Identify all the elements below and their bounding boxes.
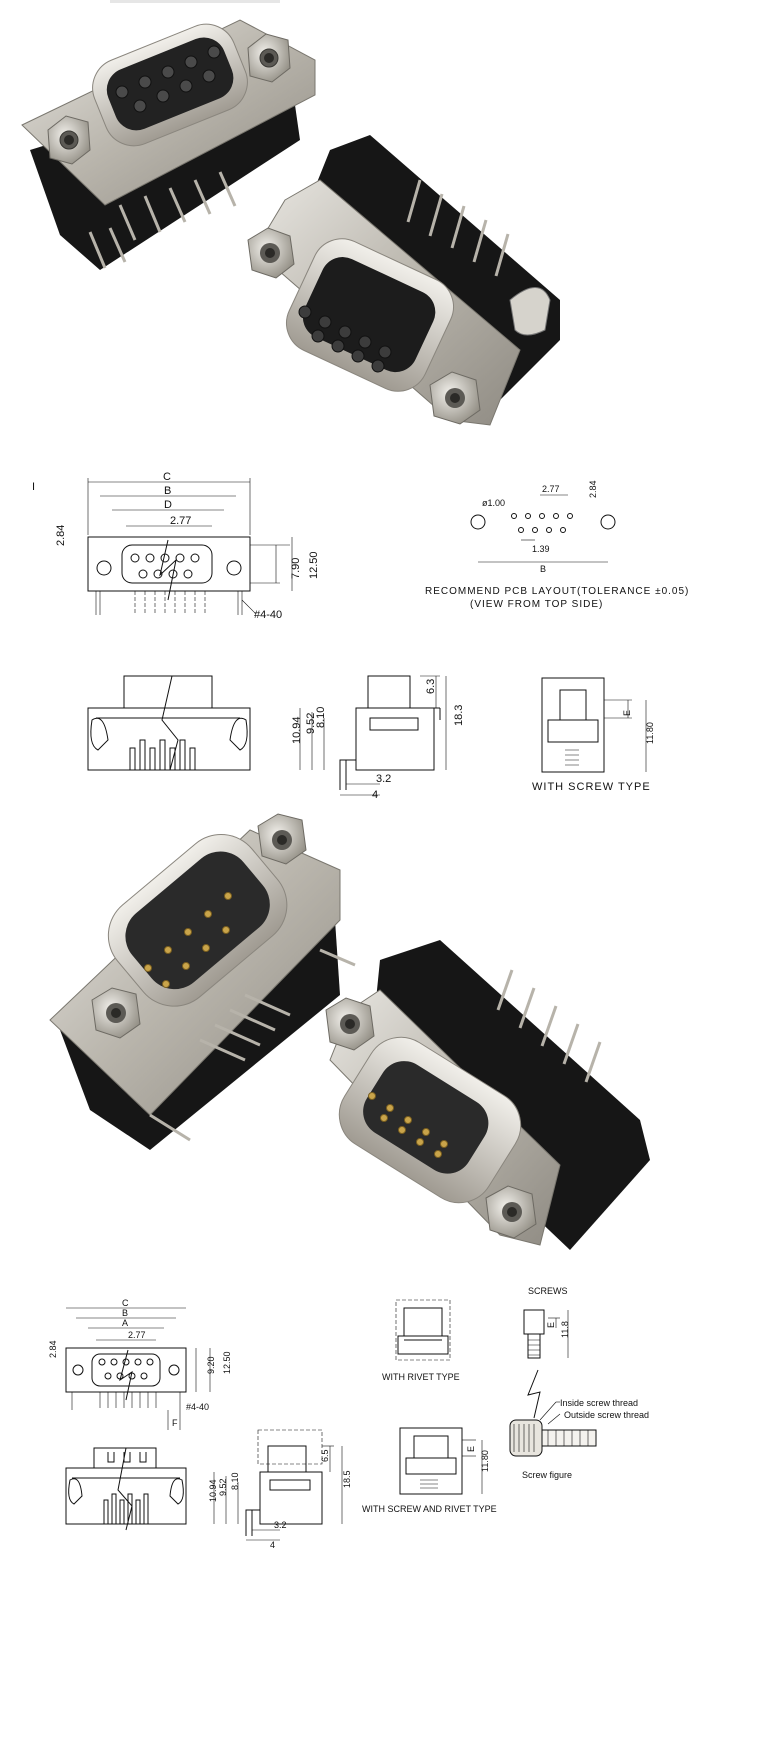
screws-118: 11.8 xyxy=(560,1321,570,1338)
sr-E: E xyxy=(466,1446,476,1452)
d2-810: 8.10 xyxy=(230,1472,240,1490)
drawing1-front-view xyxy=(87,675,251,771)
drawing2-screw-rivet-type: E 11.80 WITH SCREW AND RIVET TYPE xyxy=(362,1427,497,1514)
dim-4: 4 xyxy=(372,789,378,801)
photo-female-connectors xyxy=(21,19,560,426)
d2-952: 9.52 xyxy=(218,1478,228,1496)
dim-284: 2.84 xyxy=(55,525,67,546)
d2-32: 3.2 xyxy=(274,1520,287,1530)
dim-D: D xyxy=(164,499,172,511)
inside-thread: Inside screw thread xyxy=(560,1398,638,1408)
photo-male-connectors xyxy=(49,813,650,1250)
rivet-caption: WITH RIVET TYPE xyxy=(382,1372,460,1382)
pcb-hole: ø1.00 xyxy=(482,498,505,508)
d2-4: 4 xyxy=(270,1540,275,1550)
dim-pitch: 2.77 xyxy=(170,515,191,527)
dim-B: B xyxy=(164,485,171,497)
d2-1250: 12.50 xyxy=(222,1351,232,1374)
screws-title: SCREWS xyxy=(528,1286,568,1296)
dim-32: 3.2 xyxy=(376,773,391,785)
drawing2-screws: SCREWS E 11.8 Inside screw thread Outsid… xyxy=(509,1286,649,1480)
dim-790: 7.90 xyxy=(290,558,302,579)
page-tick: I xyxy=(32,481,35,493)
male-connector-a xyxy=(49,813,356,1150)
d2-A: A xyxy=(122,1318,128,1328)
drawing2-front-view xyxy=(65,1447,187,1531)
female-connector-b xyxy=(247,135,560,426)
drawing2-rivet-type: WITH RIVET TYPE xyxy=(382,1299,460,1382)
drawing1-screw-type: E 11.80 WITH SCREW TYPE xyxy=(532,677,655,793)
dim-63: 6.3 xyxy=(425,679,437,694)
dim-1250: 12.50 xyxy=(308,551,320,579)
dim-1094: 10.94 xyxy=(291,716,303,744)
d2-h: 2.84 xyxy=(48,1340,58,1358)
dim-screw: #4-40 xyxy=(254,609,282,621)
d2-1094: 10.94 xyxy=(208,1479,218,1502)
screw-E: E xyxy=(622,710,632,716)
screw-rivet-caption: WITH SCREW AND RIVET TYPE xyxy=(362,1504,497,1514)
dim-810: 8.10 xyxy=(315,707,327,728)
d2-F: F xyxy=(172,1418,178,1428)
drawing2-side-view: 10.94 9.52 8.10 6.5 18.5 3.2 4 xyxy=(208,1429,352,1550)
pcb-caption2: (VIEW FROM TOP SIDE) xyxy=(470,599,603,610)
d2-185: 18.5 xyxy=(342,1470,352,1488)
dim-183: 18.3 xyxy=(453,705,465,726)
d2-pitch: 2.77 xyxy=(128,1330,146,1340)
d2-screw: #4-40 xyxy=(186,1402,209,1412)
male-connector-b xyxy=(325,940,650,1250)
drawing1-top-view: C B D 2.77 2.84 7.90 12.50 #4-40 xyxy=(55,471,320,621)
d2-B: B xyxy=(122,1308,128,1318)
screws-E: E xyxy=(546,1322,556,1328)
dim-952: 9.52 xyxy=(305,713,317,734)
female-connector-a xyxy=(21,19,316,270)
pcb-half: 1.39 xyxy=(532,544,550,554)
pcb-pitch: 2.77 xyxy=(542,484,560,494)
d2-65: 6.5 xyxy=(320,1449,330,1462)
outside-thread: Outside screw thread xyxy=(564,1410,649,1420)
screw-1180: 11.80 xyxy=(645,722,655,744)
drawing1-pcb-layout: ø1.00 2.77 2.84 1.39 B RECOMMEND PCB LAY… xyxy=(425,480,689,610)
drawing1-side-view: 10.94 9.52 8.10 6.3 18.3 3.2 4 xyxy=(291,675,465,801)
d2-920: 9.20 xyxy=(206,1356,216,1374)
screw-figure: Screw figure xyxy=(522,1470,572,1480)
sr-1180: 11.80 xyxy=(480,1450,490,1472)
pcb-B: B xyxy=(540,564,546,574)
drawing2-top-view: C B A 2.77 2.84 9.20 12.50 #4-40 F xyxy=(48,1298,232,1430)
screw-caption: WITH SCREW TYPE xyxy=(532,781,651,793)
pcb-row: 2.84 xyxy=(588,480,598,498)
pcb-caption1: RECOMMEND PCB LAYOUT(TOLERANCE ±0.05) xyxy=(425,586,689,597)
dim-C: C xyxy=(163,471,171,483)
d2-C: C xyxy=(122,1298,129,1308)
